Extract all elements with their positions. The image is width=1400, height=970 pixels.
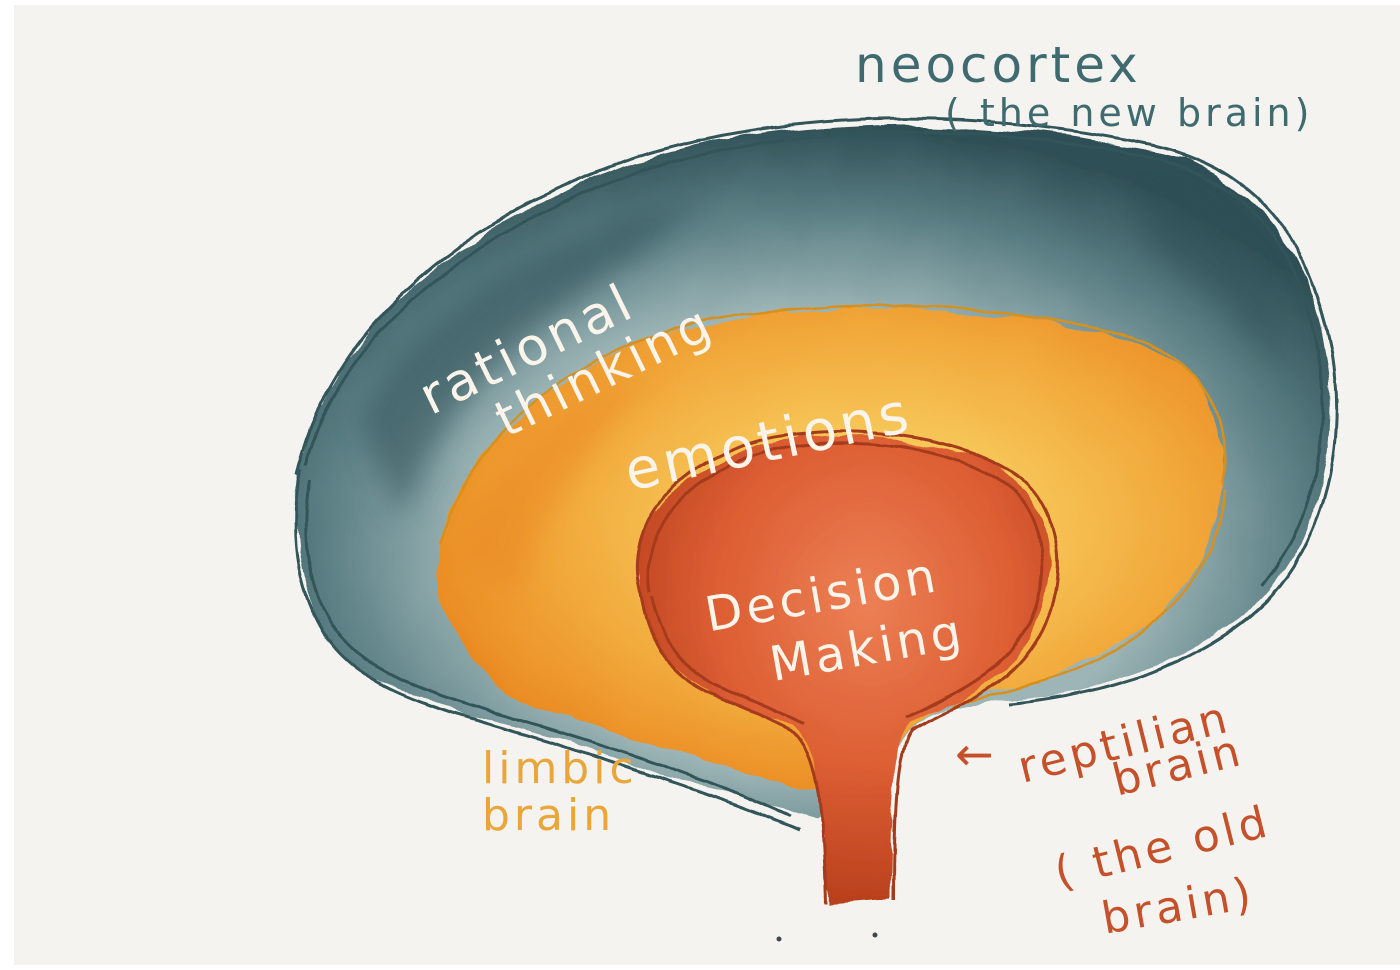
limbic-label-line1: limbic bbox=[482, 743, 638, 794]
ink-dot bbox=[777, 937, 782, 942]
reptilian-arrow: ← bbox=[955, 727, 998, 781]
limbic-label-line2: brain bbox=[482, 790, 615, 841]
neocortex-label: neocortex bbox=[855, 36, 1142, 94]
ink-dot bbox=[873, 933, 878, 938]
neocortex-note: ( the new brain) bbox=[945, 91, 1313, 135]
